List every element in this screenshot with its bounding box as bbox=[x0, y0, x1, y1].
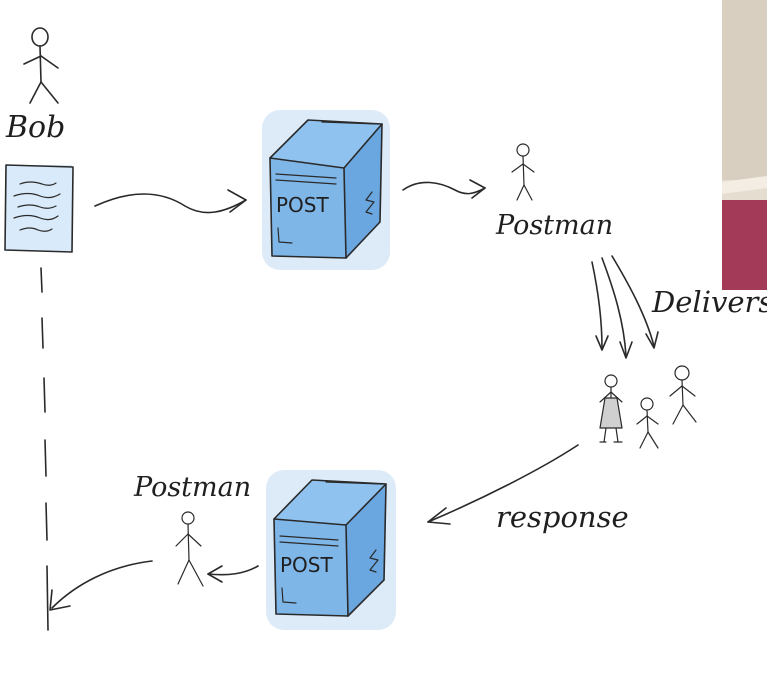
delivers-label: Delivers bbox=[651, 285, 767, 319]
send-arrow bbox=[94, 189, 247, 214]
return-arrow bbox=[207, 565, 259, 583]
response-label: response bbox=[496, 500, 629, 534]
post-box-top-icon bbox=[262, 110, 390, 270]
photo-fragment bbox=[722, 0, 767, 290]
postman-top-figure-icon bbox=[511, 143, 535, 201]
postman-top-label: Postman bbox=[495, 210, 613, 241]
post-box-top-label: POST bbox=[276, 193, 329, 217]
bob-label: Bob bbox=[5, 110, 65, 145]
letter-icon bbox=[4, 164, 74, 253]
deliver-arrows bbox=[591, 255, 659, 359]
bob-figure-icon bbox=[23, 27, 59, 104]
deliver-back-arrow bbox=[49, 560, 153, 611]
recipients-figures-icon bbox=[599, 365, 697, 449]
post-box-bottom-label: POST bbox=[280, 553, 333, 577]
postman-bottom-figure-icon bbox=[175, 511, 204, 587]
response-arrow bbox=[427, 444, 579, 525]
post-box-bottom-icon bbox=[266, 470, 396, 630]
timeline-dashed-line bbox=[40, 267, 49, 631]
postman-bottom-label: Postman bbox=[133, 472, 251, 503]
handoff-arrow bbox=[402, 179, 486, 199]
